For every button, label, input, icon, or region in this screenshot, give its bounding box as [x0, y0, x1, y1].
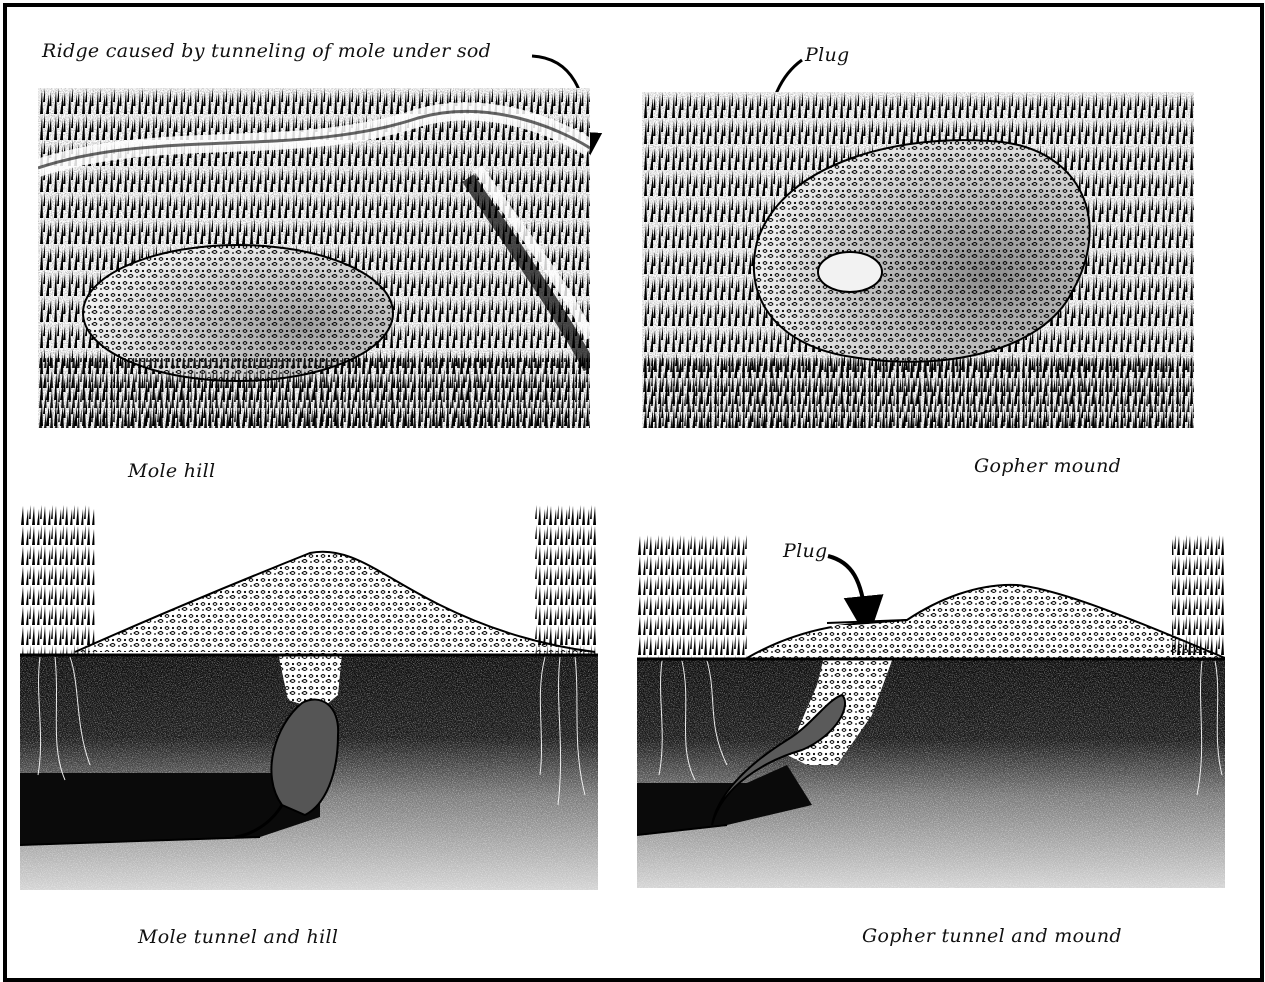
mole-hill-illustration	[38, 88, 590, 428]
gopher-mound-section	[747, 585, 1225, 658]
mole-tunnel-illustration	[20, 505, 598, 890]
mole-hill-section	[75, 552, 595, 652]
plug	[818, 252, 882, 292]
gopher-tunnel-illustration	[637, 535, 1225, 888]
gopher-mound-illustration	[642, 92, 1194, 428]
